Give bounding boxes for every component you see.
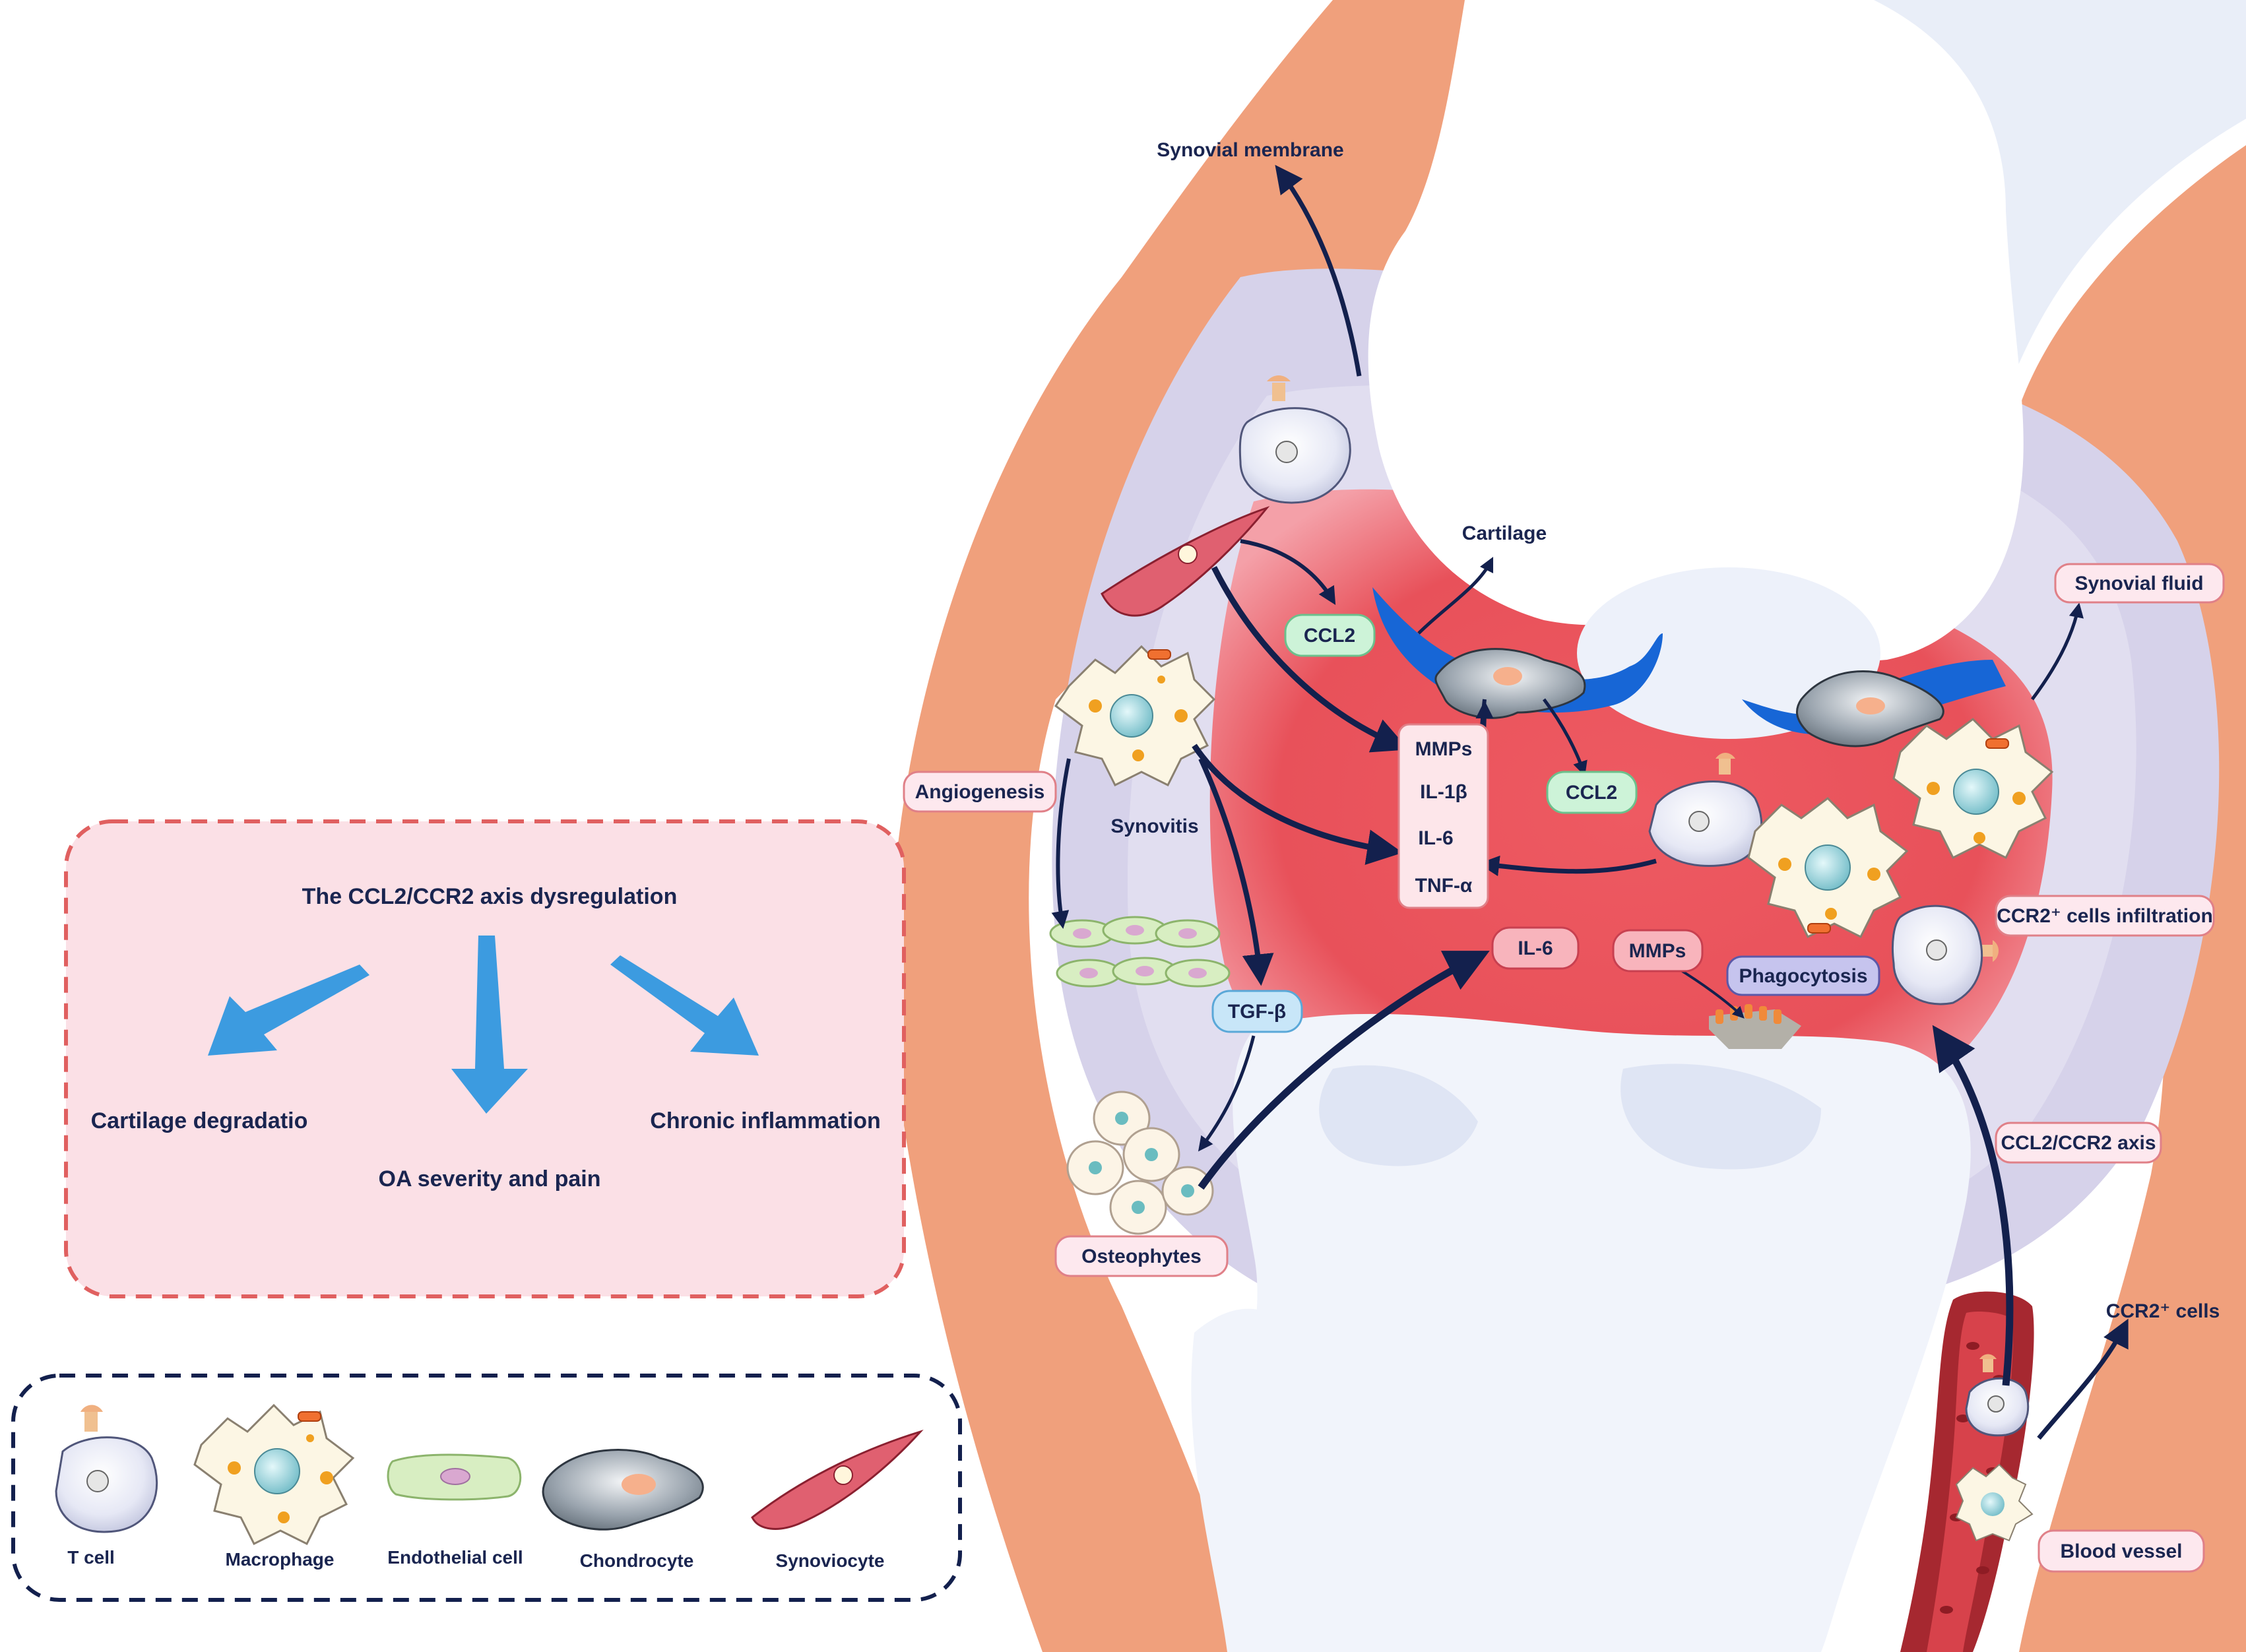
arrow-down-icon (451, 936, 528, 1114)
legend-t-cell-label: T cell (67, 1547, 115, 1568)
label-ccr2-cells: CCR2⁺ cells (2106, 1300, 2220, 1322)
legend-t-cell-icon (55, 1405, 158, 1533)
t-cell-joint (1648, 753, 1763, 868)
summary-panel: The CCL2/CCR2 axis dysregulation Cartila… (64, 819, 906, 1298)
pill-ccr2-infiltration: CCR2⁺ cells infiltration (1995, 895, 2215, 937)
legend-chondrocyte-label: Chondrocyte (580, 1550, 694, 1571)
pill-osteophytes: Osteophytes (1054, 1235, 1229, 1277)
pill-ccl2-b: CCL2 (1546, 771, 1638, 814)
tibia (1233, 1013, 1971, 1652)
pill-blood-vessel: Blood vessel (2037, 1529, 2205, 1573)
arrow-down-right-icon (610, 955, 759, 1056)
t-cell-vessel (1965, 1354, 2030, 1437)
label-blood-vessel: Blood vessel (2060, 1541, 2182, 1562)
legend-synoviocyte-label: Synoviocyte (776, 1550, 885, 1571)
summary-outcome-center: OA severity and pain (379, 1166, 601, 1191)
label-ccr2-infiltration: CCR2⁺ cells infiltration (1997, 905, 2213, 927)
legend-synoviocyte-icon (751, 1429, 924, 1530)
label-cartilage: Cartilage (1462, 523, 1547, 544)
legend-endothelial-label: Endothelial cell (387, 1547, 523, 1568)
tibia-plateau-detail (1620, 1064, 1821, 1170)
label-il6-pill: IL-6 (1518, 937, 1553, 959)
label-mmps-list: MMPs (1415, 738, 1473, 760)
summary-outcome-right: Chronic inflammation (650, 1108, 880, 1133)
label-il1b: IL-1β (1420, 781, 1467, 803)
pill-mmps: MMPs (1612, 929, 1704, 972)
pill-il6: IL-6 (1491, 926, 1580, 970)
label-phagocytosis: Phagocytosis (1739, 965, 1867, 987)
summary-outcome-left: Cartilage degradatio (91, 1108, 308, 1133)
arrow-down-left-icon (208, 965, 369, 1056)
synoviocyte-membrane (1101, 505, 1270, 617)
label-tnfa: TNF-α (1415, 875, 1473, 897)
fibula (1191, 1308, 1346, 1652)
endothelial-cells (1049, 916, 1231, 988)
macrophage-vessel (1955, 1463, 2034, 1542)
summary-title: The CCL2/CCR2 axis dysregulation (302, 884, 678, 909)
legend-panel: T cell Macrophage Endothelial cell Chond… (11, 1374, 962, 1602)
pill-ccl2-a: CCL2 (1284, 614, 1376, 657)
legend-endothelial-icon (387, 1453, 522, 1501)
pill-tgfb: TGF-β (1211, 990, 1303, 1033)
label-synovial-membrane: Synovial membrane (1157, 139, 1343, 161)
summary-arrows (208, 936, 759, 1114)
macrophage-joint-1 (1747, 797, 1909, 939)
label-osteophytes: Osteophytes (1081, 1246, 1202, 1267)
femur (1368, 0, 2024, 661)
t-cell-infiltration (1891, 905, 1999, 1005)
macrophage-membrane (1054, 645, 1216, 787)
label-synovitis: Synovitis (1110, 815, 1198, 837)
label-il6-list: IL-6 (1418, 827, 1453, 849)
label-ccl2-a: CCL2 (1304, 625, 1355, 647)
cytokine-box: MMPs IL-1β IL-6 TNF-α (1397, 723, 1489, 909)
pill-ccl2-ccr2-axis: CCL2/CCR2 axis (1995, 1122, 2162, 1164)
label-tgfb: TGF-β (1228, 1001, 1286, 1023)
label-angiogenesis: Angiogenesis (915, 781, 1045, 803)
label-ccl2-ccr2-axis: CCL2/CCR2 axis (2001, 1132, 2156, 1154)
chondrocyte-1 (1434, 648, 1586, 719)
legend-chondrocyte-icon (542, 1449, 704, 1531)
pill-phagocytosis: Phagocytosis (1726, 955, 1880, 996)
label-ccl2-b: CCL2 (1566, 782, 1617, 804)
legend-macrophage-label: Macrophage (226, 1549, 335, 1570)
osteophyte-cells (1066, 1091, 1214, 1235)
pill-angiogenesis: Angiogenesis (903, 771, 1057, 813)
pill-synovial-fluid: Synovial fluid (2054, 563, 2225, 604)
macrophage-joint-2 (1892, 718, 2054, 860)
chondrocyte-2 (1795, 670, 1944, 747)
tibia-shading (1319, 1065, 1478, 1166)
label-mmps-pill: MMPs (1629, 940, 1686, 962)
t-cell-top (1238, 375, 1351, 504)
label-synovial-fluid: Synovial fluid (2074, 573, 2203, 594)
arrows (1051, 164, 2129, 1440)
legend-macrophage-icon (193, 1403, 355, 1546)
